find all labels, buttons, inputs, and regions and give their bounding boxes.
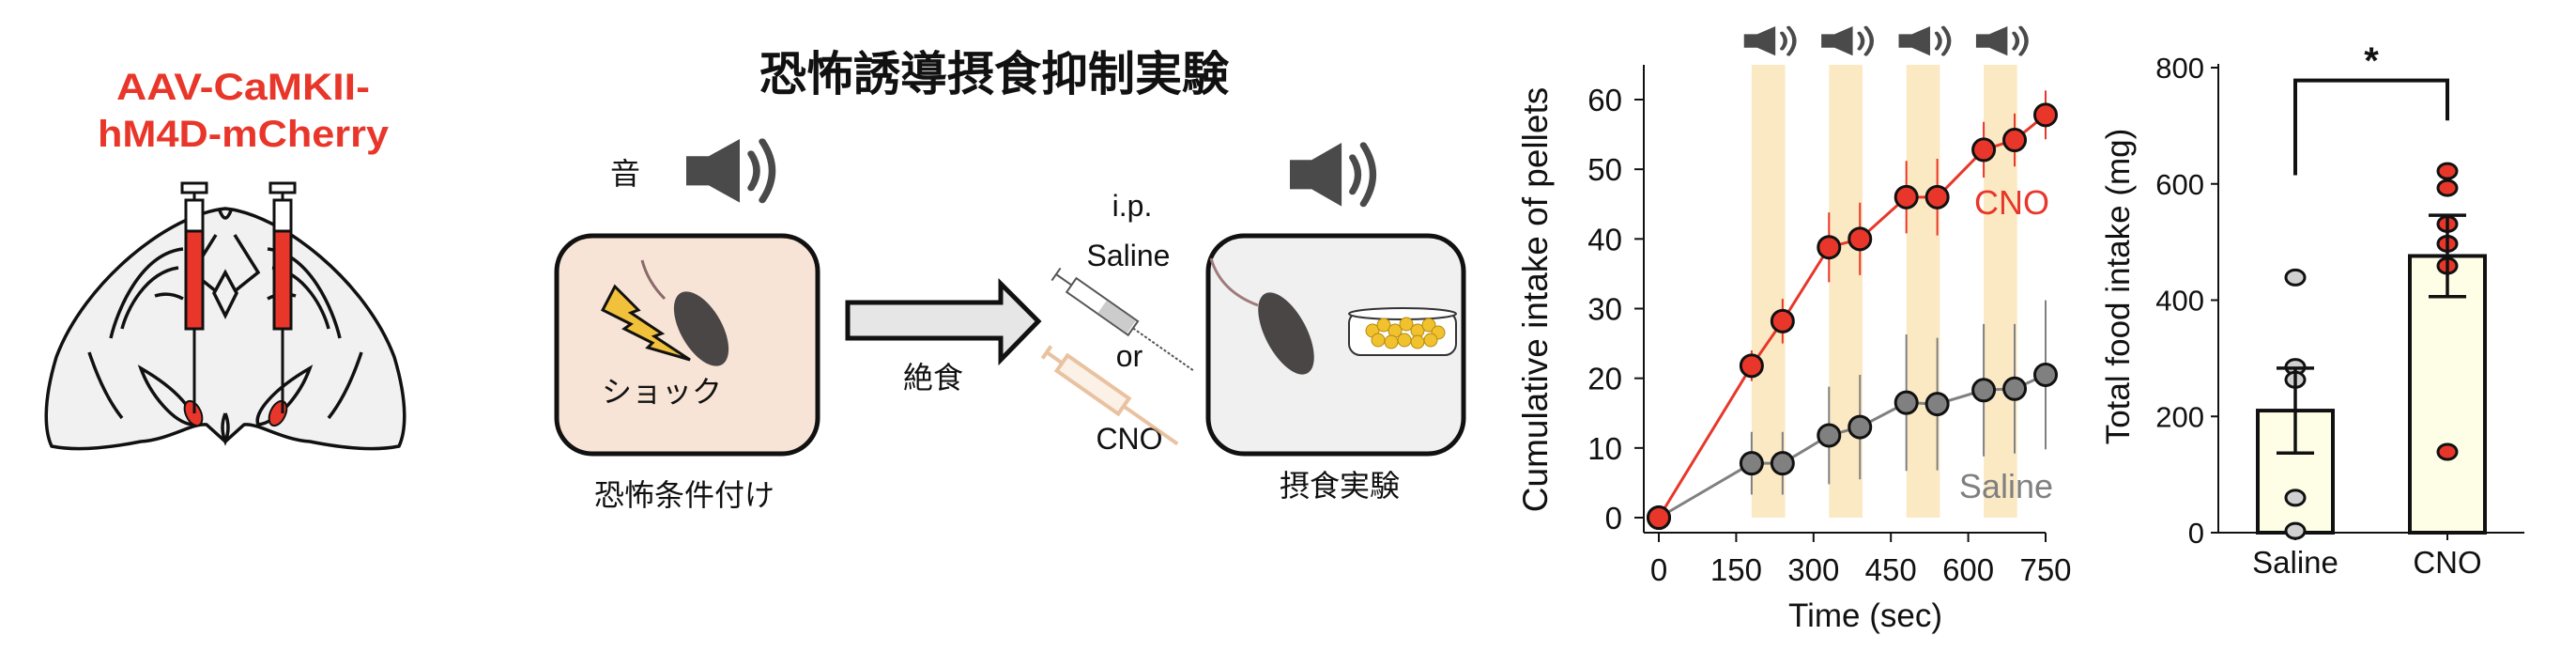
mouse-icon bbox=[640, 259, 729, 366]
brain-outline bbox=[44, 207, 406, 451]
conditioning-caption: 恐怖条件付け bbox=[594, 478, 774, 512]
feeding-caption: 摂食実験 bbox=[1280, 469, 1400, 503]
x-tick-label: Saline bbox=[2252, 545, 2338, 580]
speaker-icon bbox=[1976, 26, 2027, 55]
speaker-icon bbox=[1744, 26, 1795, 55]
significance-bracket: * bbox=[2293, 40, 2449, 176]
data-point bbox=[1848, 414, 1873, 440]
arrow-icon bbox=[845, 277, 1042, 366]
saline-injection-label: Saline bbox=[1087, 239, 1171, 272]
shock-label: ショック bbox=[602, 375, 722, 409]
injection-route-label: i.p. bbox=[1112, 189, 1153, 223]
syringe-icon-right bbox=[268, 181, 297, 413]
data-point bbox=[1894, 390, 1919, 415]
data-point bbox=[1817, 423, 1842, 448]
syringe-icon-left bbox=[180, 181, 208, 413]
feeding-box bbox=[1205, 233, 1466, 457]
data-point bbox=[1848, 226, 1873, 252]
series-line bbox=[1658, 373, 2047, 520]
x-tick-label: 0 bbox=[1650, 552, 1667, 587]
data-point bbox=[1894, 184, 1919, 209]
fasting-label: 絶食 bbox=[903, 361, 963, 395]
x-tick-label: 450 bbox=[1865, 552, 1917, 587]
x-tick-label: 150 bbox=[1710, 552, 1762, 587]
virus-label-line1: AAV-CaMKII- bbox=[116, 67, 370, 108]
bars bbox=[2256, 162, 2487, 540]
tone-band bbox=[1829, 65, 1863, 518]
y-tick-label: 600 bbox=[2155, 168, 2204, 201]
data-point bbox=[2033, 102, 2058, 128]
series bbox=[1647, 90, 2058, 530]
virus-label: AAV-CaMKII- hM4D-mCherry bbox=[98, 67, 390, 155]
data-point bbox=[2002, 376, 2028, 401]
y-tick-label: 400 bbox=[2155, 285, 2204, 318]
data-point bbox=[2436, 178, 2459, 197]
speaker-icon bbox=[686, 139, 773, 203]
data-point bbox=[2284, 521, 2307, 540]
y-tick-label: 0 bbox=[2188, 517, 2204, 550]
y-tick-label: 30 bbox=[1587, 292, 1622, 327]
y-axis-label: Total food intake (mg) bbox=[2100, 129, 2137, 445]
data-point bbox=[1924, 392, 1950, 417]
food-dish-icon bbox=[1348, 307, 1457, 356]
speaker-icon bbox=[1821, 26, 1872, 55]
series-cno bbox=[1647, 90, 2058, 530]
y-tick-label: 40 bbox=[1587, 222, 1622, 256]
x-tick-label: CNO bbox=[2413, 545, 2481, 580]
series-line bbox=[1657, 114, 2047, 519]
cno-syringe-icon bbox=[1040, 345, 1179, 446]
data-point bbox=[1739, 451, 1764, 476]
y-tick-label: 60 bbox=[1587, 83, 1622, 117]
tone-band bbox=[1906, 65, 1940, 518]
tone-label: 音 bbox=[610, 157, 640, 191]
significance-star: * bbox=[2364, 40, 2379, 82]
data-point bbox=[1770, 451, 1795, 476]
experiment-title: 恐怖誘導摂食抑制実験 bbox=[759, 48, 1230, 101]
y-tick-label: 10 bbox=[1587, 431, 1622, 466]
x-tick-label: 600 bbox=[1942, 552, 1994, 587]
data-point bbox=[1739, 353, 1764, 379]
data-point bbox=[1971, 137, 1997, 163]
legend-cno: CNO bbox=[1974, 183, 2049, 222]
data-point bbox=[1770, 308, 1795, 334]
shock-bolt-icon bbox=[600, 284, 691, 362]
virus-label-line2: hM4D-mCherry bbox=[98, 114, 390, 155]
data-point bbox=[2436, 442, 2459, 461]
data-point bbox=[2284, 268, 2307, 287]
x-tick-label: 300 bbox=[1787, 552, 1839, 587]
data-point bbox=[1817, 235, 1842, 260]
y-axis-label: Cumulative intake of pellets bbox=[1516, 87, 1555, 512]
y-tick-label: 50 bbox=[1587, 152, 1622, 187]
saline-syringe-icon bbox=[1050, 267, 1196, 373]
bracket-line bbox=[2293, 78, 2449, 176]
bar-group-cno bbox=[2408, 162, 2487, 535]
tone-band bbox=[1751, 65, 1786, 518]
syringe-icons bbox=[180, 181, 297, 413]
y-tick-label: 200 bbox=[2155, 400, 2204, 433]
speaker-icon bbox=[1899, 26, 1950, 55]
data-point bbox=[2284, 489, 2307, 507]
x-axis-label: Time (sec) bbox=[1788, 597, 1942, 634]
brain-section-illustration bbox=[44, 207, 406, 451]
data-point bbox=[2033, 362, 2058, 387]
speaker-icon bbox=[1290, 143, 1372, 207]
data-point bbox=[1647, 505, 1671, 530]
or-label: or bbox=[1116, 339, 1143, 373]
data-point bbox=[1924, 184, 1950, 209]
mouse-icon bbox=[1209, 257, 1314, 375]
y-tick-label: 0 bbox=[1605, 501, 1622, 535]
series-saline bbox=[1647, 300, 2058, 530]
bar-group-saline bbox=[2256, 268, 2335, 540]
data-point bbox=[2002, 128, 2028, 153]
x-tick-label: 750 bbox=[2019, 552, 2071, 587]
y-tick-label: 800 bbox=[2155, 52, 2204, 85]
data-point bbox=[2436, 162, 2459, 180]
legend-saline: Saline bbox=[1959, 467, 2053, 505]
y-tick-label: 20 bbox=[1587, 362, 1622, 396]
data-point bbox=[1971, 378, 1997, 403]
